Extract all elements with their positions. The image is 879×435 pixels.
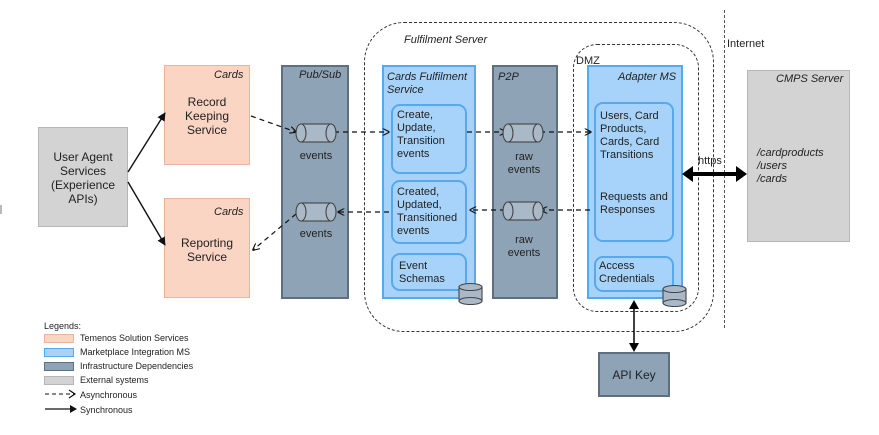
legend-swatch-temenos: [44, 334, 74, 343]
adapter-requests-responses-label: Requests and Responses: [600, 191, 668, 216]
cfs-event-schemas-label: Event Schemas: [399, 260, 445, 285]
access-credentials-db-icon: [662, 284, 687, 308]
p2p-queue-1-cylinder: [502, 123, 544, 143]
p2p-queue-1-label: raw events: [507, 151, 541, 176]
cards-record-keeping-tag: Cards: [214, 69, 244, 81]
legend-title: Legends:: [44, 321, 82, 331]
https-label: https: [698, 155, 722, 167]
legend-arrow-icons: [45, 389, 77, 413]
record-keeping-service-label: Record Keeping Service: [184, 95, 230, 137]
legend-label-external: External systems: [80, 375, 149, 385]
legend-swatch-marketplace: [44, 348, 74, 357]
cards-fulfilment-service-title: Cards Fulfilment Service: [387, 71, 468, 96]
cfs-created-updated-box: [391, 180, 467, 244]
reporting-service-label: Reporting Service: [180, 236, 234, 264]
p2p-queue-2-label: raw events: [507, 234, 541, 259]
cmps-server-title: CMPS Server: [776, 73, 844, 85]
cmps-server-box: [747, 70, 850, 242]
pubsub-title: Pub/Sub: [299, 69, 342, 81]
api-key-box: [598, 352, 670, 397]
pubsub-column: [281, 65, 349, 299]
p2p-column: [492, 65, 558, 299]
cfs-created-updated-label: Created, Updated, Transitioned events: [397, 186, 458, 237]
adapter-access-credentials-box: [594, 256, 674, 292]
cfs-create-update-label: Create, Update, Transition events: [397, 109, 445, 160]
pubsub-queue-2-label: events: [299, 228, 333, 240]
adapter-requests-box: [594, 102, 674, 242]
async-rk-to-pubsub: [250, 115, 296, 132]
user-agent-services-box: [38, 127, 128, 227]
pubsub-queue-1-cylinder: [295, 123, 337, 143]
legend-swatch-external: [44, 376, 74, 385]
p2p-queue-2-cylinder: [502, 201, 544, 221]
internet-title: Internet: [727, 38, 765, 50]
sync-arrow-to-record-keeping: [127, 112, 166, 173]
async-pubsub-to-reporting: [253, 213, 297, 250]
legend-label-infrastructure: Infrastructure Dependencies: [80, 361, 194, 371]
sync-arrow-to-reporting: [127, 181, 166, 246]
p2p-title: P2P: [498, 71, 519, 83]
legend-label-marketplace: Marketplace Integration MS: [80, 347, 191, 357]
fulfilment-server-boundary: [364, 22, 714, 332]
legend-label-temenos: Temenos Solution Services: [80, 333, 189, 343]
legend-label-synchronous: Synchronous: [80, 405, 133, 415]
event-schemas-db-icon: [458, 282, 483, 306]
cfs-create-update-box: [391, 104, 467, 174]
cmps-endpoints: /cardproducts /users /cards: [757, 147, 824, 185]
adapter-ms-title: Adapter MS: [618, 71, 677, 83]
legend-swatch-infrastructure: [44, 362, 74, 371]
dmz-boundary: [573, 44, 699, 312]
dmz-title: DMZ: [576, 55, 600, 67]
cards-record-keeping-box: [164, 65, 250, 165]
adapter-users-cards-label: Users, Card Products, Cards, Card Transi…: [600, 110, 660, 161]
cards-reporting-tag: Cards: [214, 206, 244, 218]
fulfilment-server-title: Fulfilment Server: [404, 34, 488, 46]
pubsub-queue-2-cylinder: [295, 202, 337, 222]
adapter-access-credentials-label: Access Credentials: [599, 260, 655, 285]
legend-label-asynchronous: Asynchronous: [80, 390, 138, 400]
user-agent-services-label: User Agent Services (Experience APIs): [50, 150, 116, 206]
api-key-label: API Key: [612, 368, 656, 382]
cfs-event-schemas-box: [391, 253, 467, 291]
cards-reporting-box: [164, 198, 250, 298]
internet-divider: [724, 10, 725, 328]
pubsub-queue-1-label: events: [299, 150, 333, 162]
